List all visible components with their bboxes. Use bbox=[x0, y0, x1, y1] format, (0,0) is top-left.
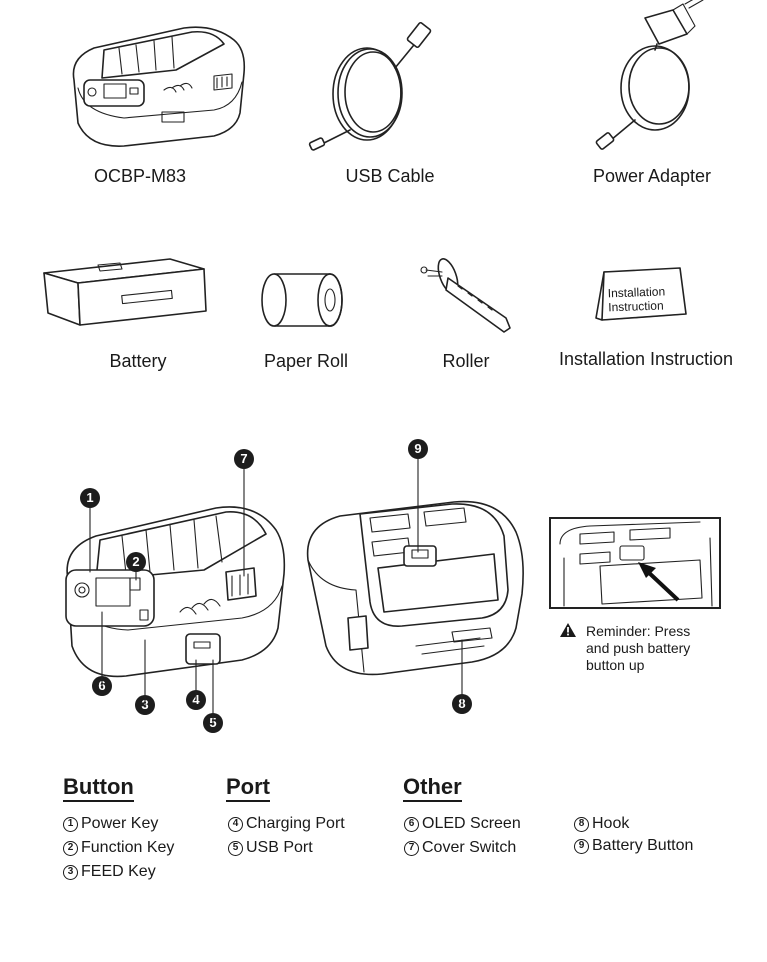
legend-item-power-key: 1 Power Key bbox=[63, 815, 158, 833]
reminder-line-1: Reminder: Press bbox=[586, 623, 691, 639]
instruction-card-illustration bbox=[595, 267, 687, 321]
installation-instruction-caption: Installation Instruction bbox=[558, 349, 734, 369]
legend-heading-button: Button bbox=[63, 775, 134, 802]
legend-label: Cover Switch bbox=[422, 839, 517, 856]
legend-label: OLED Screen bbox=[422, 815, 521, 832]
usb-cable-caption: USB Cable bbox=[345, 166, 435, 186]
legend-item-usb-port: 5 USB Port bbox=[228, 839, 313, 857]
legend-label: Charging Port bbox=[246, 815, 345, 832]
legend-heading-other: Other bbox=[403, 775, 462, 802]
battery-button-inset bbox=[549, 517, 721, 609]
reminder-note: Reminder: Press and push battery button … bbox=[559, 623, 690, 674]
legend-number: 3 bbox=[63, 864, 78, 880]
power-adapter-caption: Power Adapter bbox=[592, 166, 712, 186]
legend-number: 5 bbox=[228, 840, 243, 856]
roller-caption: Roller bbox=[442, 351, 490, 371]
legend-item-function-key: 2 Function Key bbox=[63, 839, 174, 857]
legend-label: Function Key bbox=[81, 839, 175, 856]
legend-number: 9 bbox=[574, 838, 589, 854]
legend-label: Hook bbox=[592, 815, 630, 832]
legend-label: USB Port bbox=[246, 839, 313, 856]
printer-illustration bbox=[72, 26, 246, 147]
legend-number: 6 bbox=[404, 816, 419, 832]
power-adapter-illustration bbox=[595, 0, 704, 150]
reminder-line-3: button up bbox=[586, 657, 645, 673]
legend-number: 1 bbox=[63, 816, 78, 832]
printer-caption: OCBP-M83 bbox=[93, 166, 187, 186]
legend-item-battery-button: 9 Battery Button bbox=[574, 837, 693, 855]
battery-caption: Battery bbox=[109, 351, 167, 371]
legend-item-charging-port: 4 Charging Port bbox=[228, 815, 345, 833]
callout-7: 7 bbox=[234, 449, 254, 469]
callout-2: 2 bbox=[126, 552, 146, 572]
paper-roll-caption: Paper Roll bbox=[263, 351, 349, 371]
legend-item-hook: 8 Hook bbox=[574, 815, 629, 833]
usb-cable-illustration bbox=[308, 22, 432, 151]
legend-item-oled-screen: 6 OLED Screen bbox=[404, 815, 521, 833]
warning-icon bbox=[560, 623, 576, 637]
callout-1: 1 bbox=[80, 488, 100, 508]
paper-roll-illustration bbox=[261, 273, 343, 327]
legend-label: FEED Key bbox=[81, 863, 156, 880]
legend-number: 7 bbox=[404, 840, 419, 856]
reminder-line-2: and push battery bbox=[586, 640, 691, 656]
legend-number: 8 bbox=[574, 816, 589, 832]
roller-illustration bbox=[420, 258, 511, 333]
legend-label: Battery Button bbox=[592, 837, 694, 854]
printer-front-detail bbox=[65, 506, 286, 678]
legend-item-feed-key: 3 FEED Key bbox=[63, 863, 156, 881]
printer-back-detail bbox=[306, 500, 524, 676]
legend-item-cover-switch: 7 Cover Switch bbox=[404, 839, 516, 857]
battery-illustration bbox=[43, 258, 207, 326]
legend-number: 2 bbox=[63, 840, 78, 856]
callout-9: 9 bbox=[408, 439, 428, 459]
legend-label: Power Key bbox=[81, 815, 159, 832]
legend-heading-port: Port bbox=[226, 775, 270, 802]
legend-number: 4 bbox=[228, 816, 243, 832]
